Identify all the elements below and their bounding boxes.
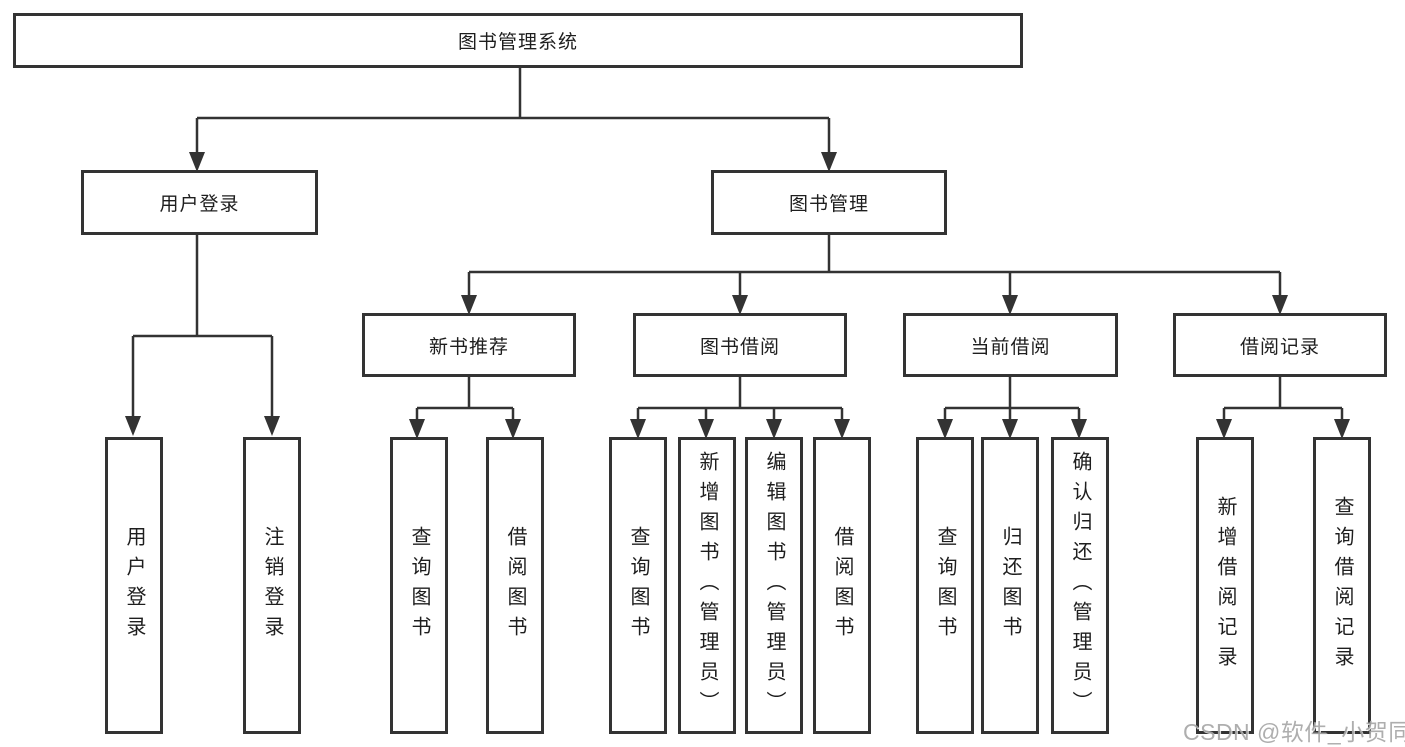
leaf-borrow-books: 借阅图书 — [813, 437, 871, 734]
node-borrow-record: 借阅记录 — [1173, 313, 1387, 377]
leaf-query-borrow-record: 查询借阅记录 — [1313, 437, 1371, 734]
node-library-system-label: 图书管理系统 — [457, 32, 578, 53]
leaf-current-query-books-label: 查询图书 — [934, 525, 956, 646]
leaf-current-query-books: 查询图书 — [916, 437, 974, 734]
leaf-confirm-return-admin-label: 确认归还（管理员） — [1069, 450, 1091, 721]
leaf-user-login-label: 用户登录 — [123, 525, 145, 646]
node-new-book-recommend-label: 新书推荐 — [428, 336, 509, 358]
node-library-system: 图书管理系统 — [13, 13, 1023, 68]
leaf-borrow-query-books-label: 查询图书 — [627, 525, 649, 646]
leaf-logout: 注销登录 — [243, 437, 301, 734]
leaf-recommend-query-books: 查询图书 — [390, 437, 448, 734]
leaf-recommend-borrow-books: 借阅图书 — [486, 437, 544, 734]
csdn-watermark: CSDN @软件_小贺同学 — [1183, 719, 1405, 745]
node-user-login: 用户登录 — [81, 170, 318, 235]
leaf-confirm-return-admin: 确认归还（管理员） — [1051, 437, 1109, 734]
leaf-logout-label: 注销登录 — [261, 525, 283, 646]
leaf-add-books-admin: 新增图书（管理员） — [678, 437, 736, 734]
node-book-management: 图书管理 — [711, 170, 947, 235]
node-new-book-recommend: 新书推荐 — [362, 313, 576, 377]
node-user-login-label: 用户登录 — [159, 194, 240, 215]
leaf-edit-books-admin: 编辑图书（管理员） — [745, 437, 803, 734]
leaf-borrow-books-label: 借阅图书 — [831, 525, 853, 646]
leaf-return-books: 归还图书 — [981, 437, 1039, 734]
leaf-edit-books-admin-label: 编辑图书（管理员） — [763, 450, 785, 721]
leaf-recommend-borrow-books-label: 借阅图书 — [504, 525, 526, 646]
node-book-borrow-label: 图书借阅 — [699, 336, 780, 358]
leaf-add-borrow-record-label: 新增借阅记录 — [1214, 495, 1236, 676]
leaf-add-books-admin-label: 新增图书（管理员） — [696, 450, 718, 721]
leaf-borrow-query-books: 查询图书 — [609, 437, 667, 734]
node-current-borrow-label: 当前借阅 — [970, 336, 1051, 358]
node-current-borrow: 当前借阅 — [903, 313, 1118, 377]
leaf-query-borrow-record-label: 查询借阅记录 — [1331, 495, 1353, 676]
leaf-user-login: 用户登录 — [105, 437, 163, 734]
leaf-return-books-label: 归还图书 — [999, 525, 1021, 646]
node-book-management-label: 图书管理 — [788, 194, 869, 215]
node-borrow-record-label: 借阅记录 — [1239, 336, 1320, 358]
node-book-borrow: 图书借阅 — [633, 313, 847, 377]
leaf-recommend-query-books-label: 查询图书 — [408, 525, 430, 646]
leaf-add-borrow-record: 新增借阅记录 — [1196, 437, 1254, 734]
